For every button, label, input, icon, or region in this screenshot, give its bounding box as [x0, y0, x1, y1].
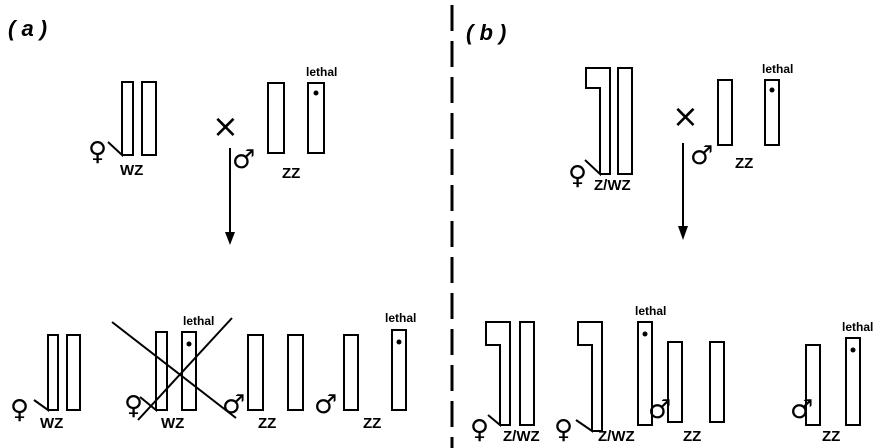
b-parent-male: ♂ lethal ZZ: [690, 62, 793, 172]
svg-text:♂: ♂: [648, 395, 671, 425]
svg-text:ZZ: ZZ: [822, 428, 840, 445]
b-offspring-female-1: ♀ Z/WZ: [470, 321, 540, 445]
svg-text:lethal: lethal: [842, 320, 873, 334]
svg-text:♂: ♂: [690, 141, 713, 171]
svg-text:WZ: WZ: [161, 415, 184, 432]
svg-text:ZZ: ZZ: [282, 165, 300, 182]
svg-text:Z/WZ: Z/WZ: [594, 177, 631, 194]
b-parent-female: ♀ Z/WZ: [568, 67, 633, 194]
a-cross-sign: ×: [212, 107, 239, 145]
a-descent-arrow: [225, 148, 235, 245]
svg-text:♀: ♀: [568, 161, 587, 191]
svg-text:lethal: lethal: [306, 65, 337, 79]
a-offspring-male-2: ♂ lethal ZZ: [314, 311, 416, 432]
svg-text:Z/WZ: Z/WZ: [503, 428, 540, 445]
b-offspring-female-2: ♀ lethal Z/WZ: [554, 304, 666, 445]
svg-text:♀: ♀: [124, 391, 143, 421]
b-cross-sign: ×: [672, 97, 699, 135]
svg-text:lethal: lethal: [183, 314, 214, 328]
svg-text:lethal: lethal: [762, 62, 793, 76]
a-offspring-female: ♀ WZ: [10, 334, 81, 432]
svg-text:WZ: WZ: [40, 415, 63, 432]
panel-label-b: ( b ): [466, 20, 506, 45]
b-offspring-male-2: ♂ lethal ZZ: [790, 320, 873, 445]
a-offspring-lethal-wz: ♀ lethal WZ: [111, 314, 237, 432]
svg-text:ZZ: ZZ: [363, 415, 381, 432]
svg-text:lethal: lethal: [635, 304, 666, 318]
b-offspring-male-1: ♂ ZZ: [648, 341, 725, 445]
b-descent-arrow: [678, 143, 688, 240]
svg-text:♂: ♂: [790, 395, 813, 425]
svg-text:ZZ: ZZ: [258, 415, 276, 432]
svg-text:♀: ♀: [10, 395, 29, 425]
svg-text:♂: ♂: [232, 145, 255, 175]
svg-text:Z/WZ: Z/WZ: [598, 428, 635, 445]
svg-text:ZZ: ZZ: [683, 428, 701, 445]
svg-text:♀: ♀: [470, 415, 489, 445]
svg-text:ZZ: ZZ: [735, 155, 753, 172]
svg-text:♀: ♀: [554, 415, 573, 445]
svg-text:lethal: lethal: [385, 311, 416, 325]
svg-text:WZ: WZ: [120, 162, 143, 179]
svg-text:♂: ♂: [314, 390, 337, 420]
a-offspring-male-1: ♂ ZZ: [222, 334, 304, 432]
svg-text:♀: ♀: [88, 137, 107, 167]
a-parent-female: ♀ WZ: [88, 81, 157, 179]
panel-label-a: ( a ): [8, 16, 47, 41]
a-parent-male: ♂ lethal ZZ: [232, 65, 337, 182]
svg-text:♂: ♂: [222, 390, 245, 420]
